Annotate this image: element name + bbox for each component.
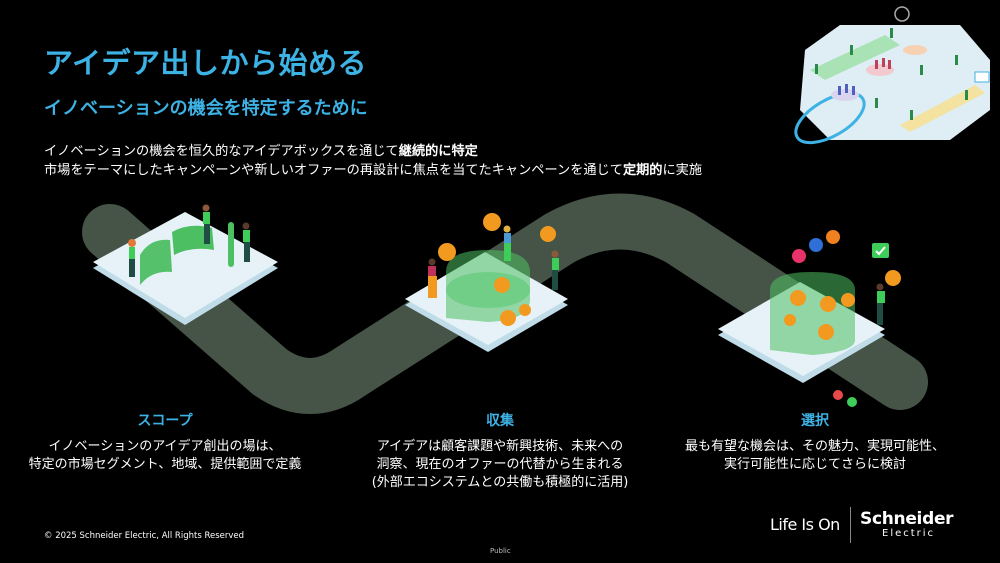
life-is-on-tagline: Life Is On (770, 515, 840, 534)
intro-line-1: イノベーションの機会を恒久的なアイデアボックスを通じて継続的に特定 (44, 144, 478, 159)
scope-platform (93, 204, 278, 325)
person-icon (128, 239, 136, 277)
schneider-electric-logo: Schneider Electric (860, 509, 954, 539)
lightbulb-icon (438, 213, 556, 326)
intro-line-2: 市場をテーマにしたキャンペーンや新しいオファーの再設計に焦点を当てたキャンペーン… (44, 163, 703, 178)
reject-badge-icon (833, 390, 843, 400)
person-icon (876, 283, 885, 325)
person-icon (202, 204, 210, 244)
wrench-badge-icon (826, 230, 840, 244)
office-isometric-illustration (794, 6, 990, 145)
person-icon (551, 250, 559, 290)
page-subtitle: イノベーションの機会を特定するために (44, 98, 368, 119)
logo-divider (850, 507, 851, 543)
winding-path (82, 193, 928, 414)
stage-desc-select: 最も有望な機会は、その魅力、実現可能性、 実行可能性に応じてさらに検討 (684, 439, 945, 472)
classification-label: Public (490, 547, 511, 555)
copyright-text: © 2025 Schneider Electric, All Rights Re… (44, 531, 245, 541)
lightbulb-icon (784, 270, 901, 340)
collect-platform (405, 213, 568, 352)
stage-title-select: 選択 (801, 413, 829, 429)
stage-title-scope: スコープ (137, 413, 193, 429)
select-platform (718, 230, 901, 407)
person-icon (242, 222, 250, 262)
euro-badge-icon (809, 238, 823, 252)
person-icon (503, 225, 511, 261)
approve-badge-icon (847, 397, 857, 407)
stage-title-collect: 収集 (486, 413, 514, 429)
page-title: アイデア出しから始める (44, 46, 368, 80)
heart-badge-icon (792, 249, 806, 263)
stage-desc-collect: アイデアは顧客課題や新興技術、未来への 洞察、現在のオファーの代替から生まれる … (371, 439, 629, 490)
stage-desc-scope: イノベーションのアイデア創出の場は、 特定の市場セグメント、地域、提供範囲で定義 (28, 439, 302, 472)
intro-text: イノベーションの機会を恒久的なアイデアボックスを通じて継続的に特定 市場をテーマ… (44, 142, 702, 180)
person-icon (428, 258, 437, 298)
checkmark-badge-icon (872, 243, 889, 258)
